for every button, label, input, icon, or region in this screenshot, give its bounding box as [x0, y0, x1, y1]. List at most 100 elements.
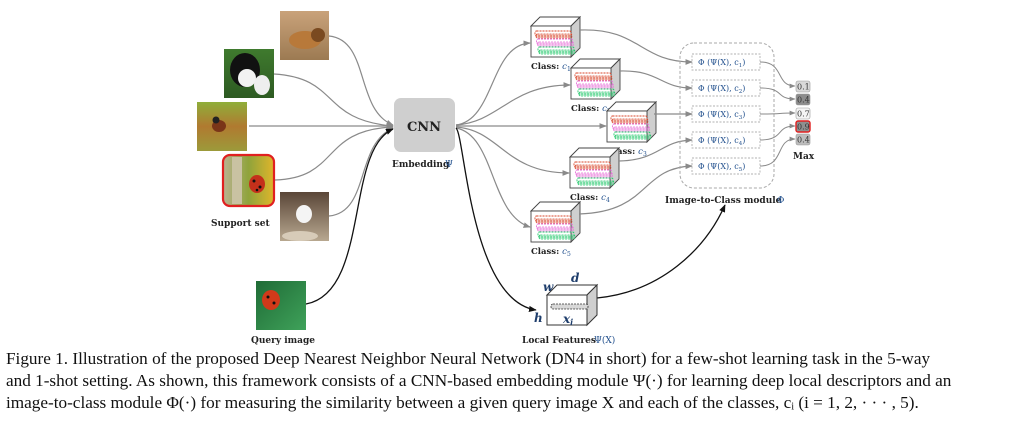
descriptor-layer — [535, 33, 573, 39]
edge-lion — [328, 35, 394, 126]
class-to-phi-edges — [578, 29, 693, 215]
score-box-5 — [795, 133, 811, 146]
edge-class1-phi1 — [579, 29, 693, 65]
descriptor-x-label: xi — [562, 312, 573, 327]
descriptor-layer — [538, 234, 576, 240]
descriptor-layer — [537, 226, 574, 232]
query-image-label: Query image — [251, 336, 315, 345]
descriptor-layer — [537, 231, 575, 238]
class-label-1: Class: c1 — [531, 62, 571, 73]
descriptor-layer — [578, 91, 616, 97]
descriptor-layer — [612, 123, 649, 130]
descriptor-layer — [614, 134, 652, 140]
descriptor-layer — [537, 41, 574, 47]
descriptor-layer — [534, 30, 572, 37]
descriptor-layer — [610, 115, 648, 122]
image-to-class-module: Φ (Ψ(X), c1) Φ (Ψ(X), c2) Φ (Ψ(X), c3) Φ (Ψ… — [665, 42, 784, 206]
score-box-3 — [795, 107, 811, 120]
phi-term-4: Φ (Ψ(X), c4) — [691, 131, 761, 149]
cnn-block: CNN Embedding Ψ — [392, 98, 455, 170]
edge-white-dog — [328, 127, 394, 217]
score-box-2 — [795, 93, 811, 106]
descriptor-layer — [574, 72, 612, 79]
score-box-1 — [795, 80, 811, 93]
descriptor-layer — [574, 164, 612, 170]
descriptor-layer — [576, 172, 613, 178]
support-set-label: Support set — [211, 219, 270, 229]
support-to-cnn-edges — [249, 35, 394, 217]
edge-phi-to-score-4 — [759, 123, 796, 141]
phi-term-1: Φ (Ψ(X), c1) — [691, 53, 761, 71]
score-value-1: 0.1 — [797, 83, 810, 92]
embedding-symbol: Ψ — [445, 160, 453, 170]
figure-caption: Figure 1. Illustration of the proposed D… — [6, 348, 1006, 414]
query-image: Query image — [251, 281, 315, 345]
descriptor-layer — [575, 75, 613, 81]
class-cube-2: Class: c2 — [569, 57, 622, 115]
score-value-2: 0.4 — [797, 96, 810, 105]
edge-class4-phi4 — [618, 137, 693, 162]
edge-to-class-4 — [455, 126, 570, 176]
svg-text:Φ (Ψ(X), c3): Φ (Ψ(X), c3) — [698, 110, 745, 121]
max-label: Max — [793, 152, 815, 162]
svg-text:Φ (Ψ(X), c4): Φ (Ψ(X), c4) — [698, 136, 745, 147]
descriptor-layer — [536, 223, 573, 230]
class-cube-5: Class: c5 — [529, 200, 582, 258]
edge-to-class-5 — [455, 127, 531, 228]
class-cube-1: Class: c1 — [529, 15, 582, 73]
local-features-cube: w d h xi Local Features Ψ(X) — [522, 271, 615, 345]
descriptor-layer — [575, 169, 612, 176]
edge-local-features-to-i2c — [596, 204, 726, 299]
cnn-label: CNN — [407, 120, 441, 135]
descriptor-layer — [536, 38, 573, 45]
descriptor-layer — [577, 83, 614, 89]
class-cube-3: Class: c3 — [605, 100, 658, 158]
edge-dog — [273, 73, 394, 129]
descriptor-layer — [577, 180, 615, 186]
descriptor-layer — [576, 177, 614, 184]
edge-query-to-cnn — [305, 128, 394, 305]
class-cube-4: Class: c4 — [568, 146, 621, 204]
svg-text:Φ (Ψ(X), c5): Φ (Ψ(X), c5) — [698, 162, 745, 173]
descriptor-layer — [573, 161, 611, 168]
edge-phi-to-score-1 — [759, 61, 796, 89]
descriptor-layer — [613, 131, 651, 138]
support-set: Support set — [197, 11, 329, 241]
support-image-lion — [280, 11, 329, 60]
caption-line-2: and 1-shot setting. As shown, this frame… — [6, 371, 952, 390]
dim-w-label: w — [543, 280, 554, 294]
descriptor-layer — [535, 218, 573, 224]
local-descriptor-bar — [550, 303, 589, 310]
svg-text:Φ (Ψ(X), c1): Φ (Ψ(X), c1) — [698, 58, 745, 69]
svg-text:Φ (Ψ(X), c2): Φ (Ψ(X), c2) — [698, 84, 745, 95]
descriptor-layer — [613, 126, 650, 132]
edge-class2-phi2 — [619, 70, 693, 91]
phi-term-5: Φ (Ψ(X), c5) — [691, 157, 761, 175]
score-value-5: 0.4 — [797, 136, 810, 145]
i2c-module-symbol: Φ — [777, 196, 784, 206]
i2c-module-label: Image-to-Class module — [665, 196, 782, 206]
similarity-scores: 0.10.40.70.90.4 — [759, 61, 811, 167]
edge-phi-to-score-2 — [759, 87, 796, 102]
dim-d-label: d — [571, 271, 580, 285]
edge-cnn-to-local-features — [455, 127, 537, 313]
class-label-5: Class: c5 — [531, 247, 571, 258]
edge-phi-to-score-5 — [759, 136, 796, 167]
class-label-2: Class: c2 — [571, 104, 611, 115]
descriptor-layer — [611, 118, 649, 124]
caption-line-3: image-to-class module Φ(·) for measuring… — [6, 393, 919, 412]
edge-to-class-1 — [455, 40, 531, 126]
dn4-diagram: Support set Query image CNN Embedding Ψ … — [197, 11, 815, 345]
edge-ladybug — [274, 124, 394, 181]
descriptor-layer — [534, 215, 572, 222]
class-label-3: Class: c3 — [607, 147, 647, 158]
support-image-bird — [197, 102, 247, 151]
edge-to-class-2 — [455, 82, 571, 126]
descriptor-layer — [577, 88, 615, 95]
class-label-4: Class: c4 — [570, 193, 610, 204]
descriptor-layer — [576, 80, 613, 87]
local-features-label: Local Features — [522, 336, 596, 345]
support-image-ladybug — [221, 153, 276, 208]
phi-term-3: Φ (Ψ(X), c3) — [691, 105, 761, 123]
embedding-label: Embedding — [392, 160, 450, 170]
